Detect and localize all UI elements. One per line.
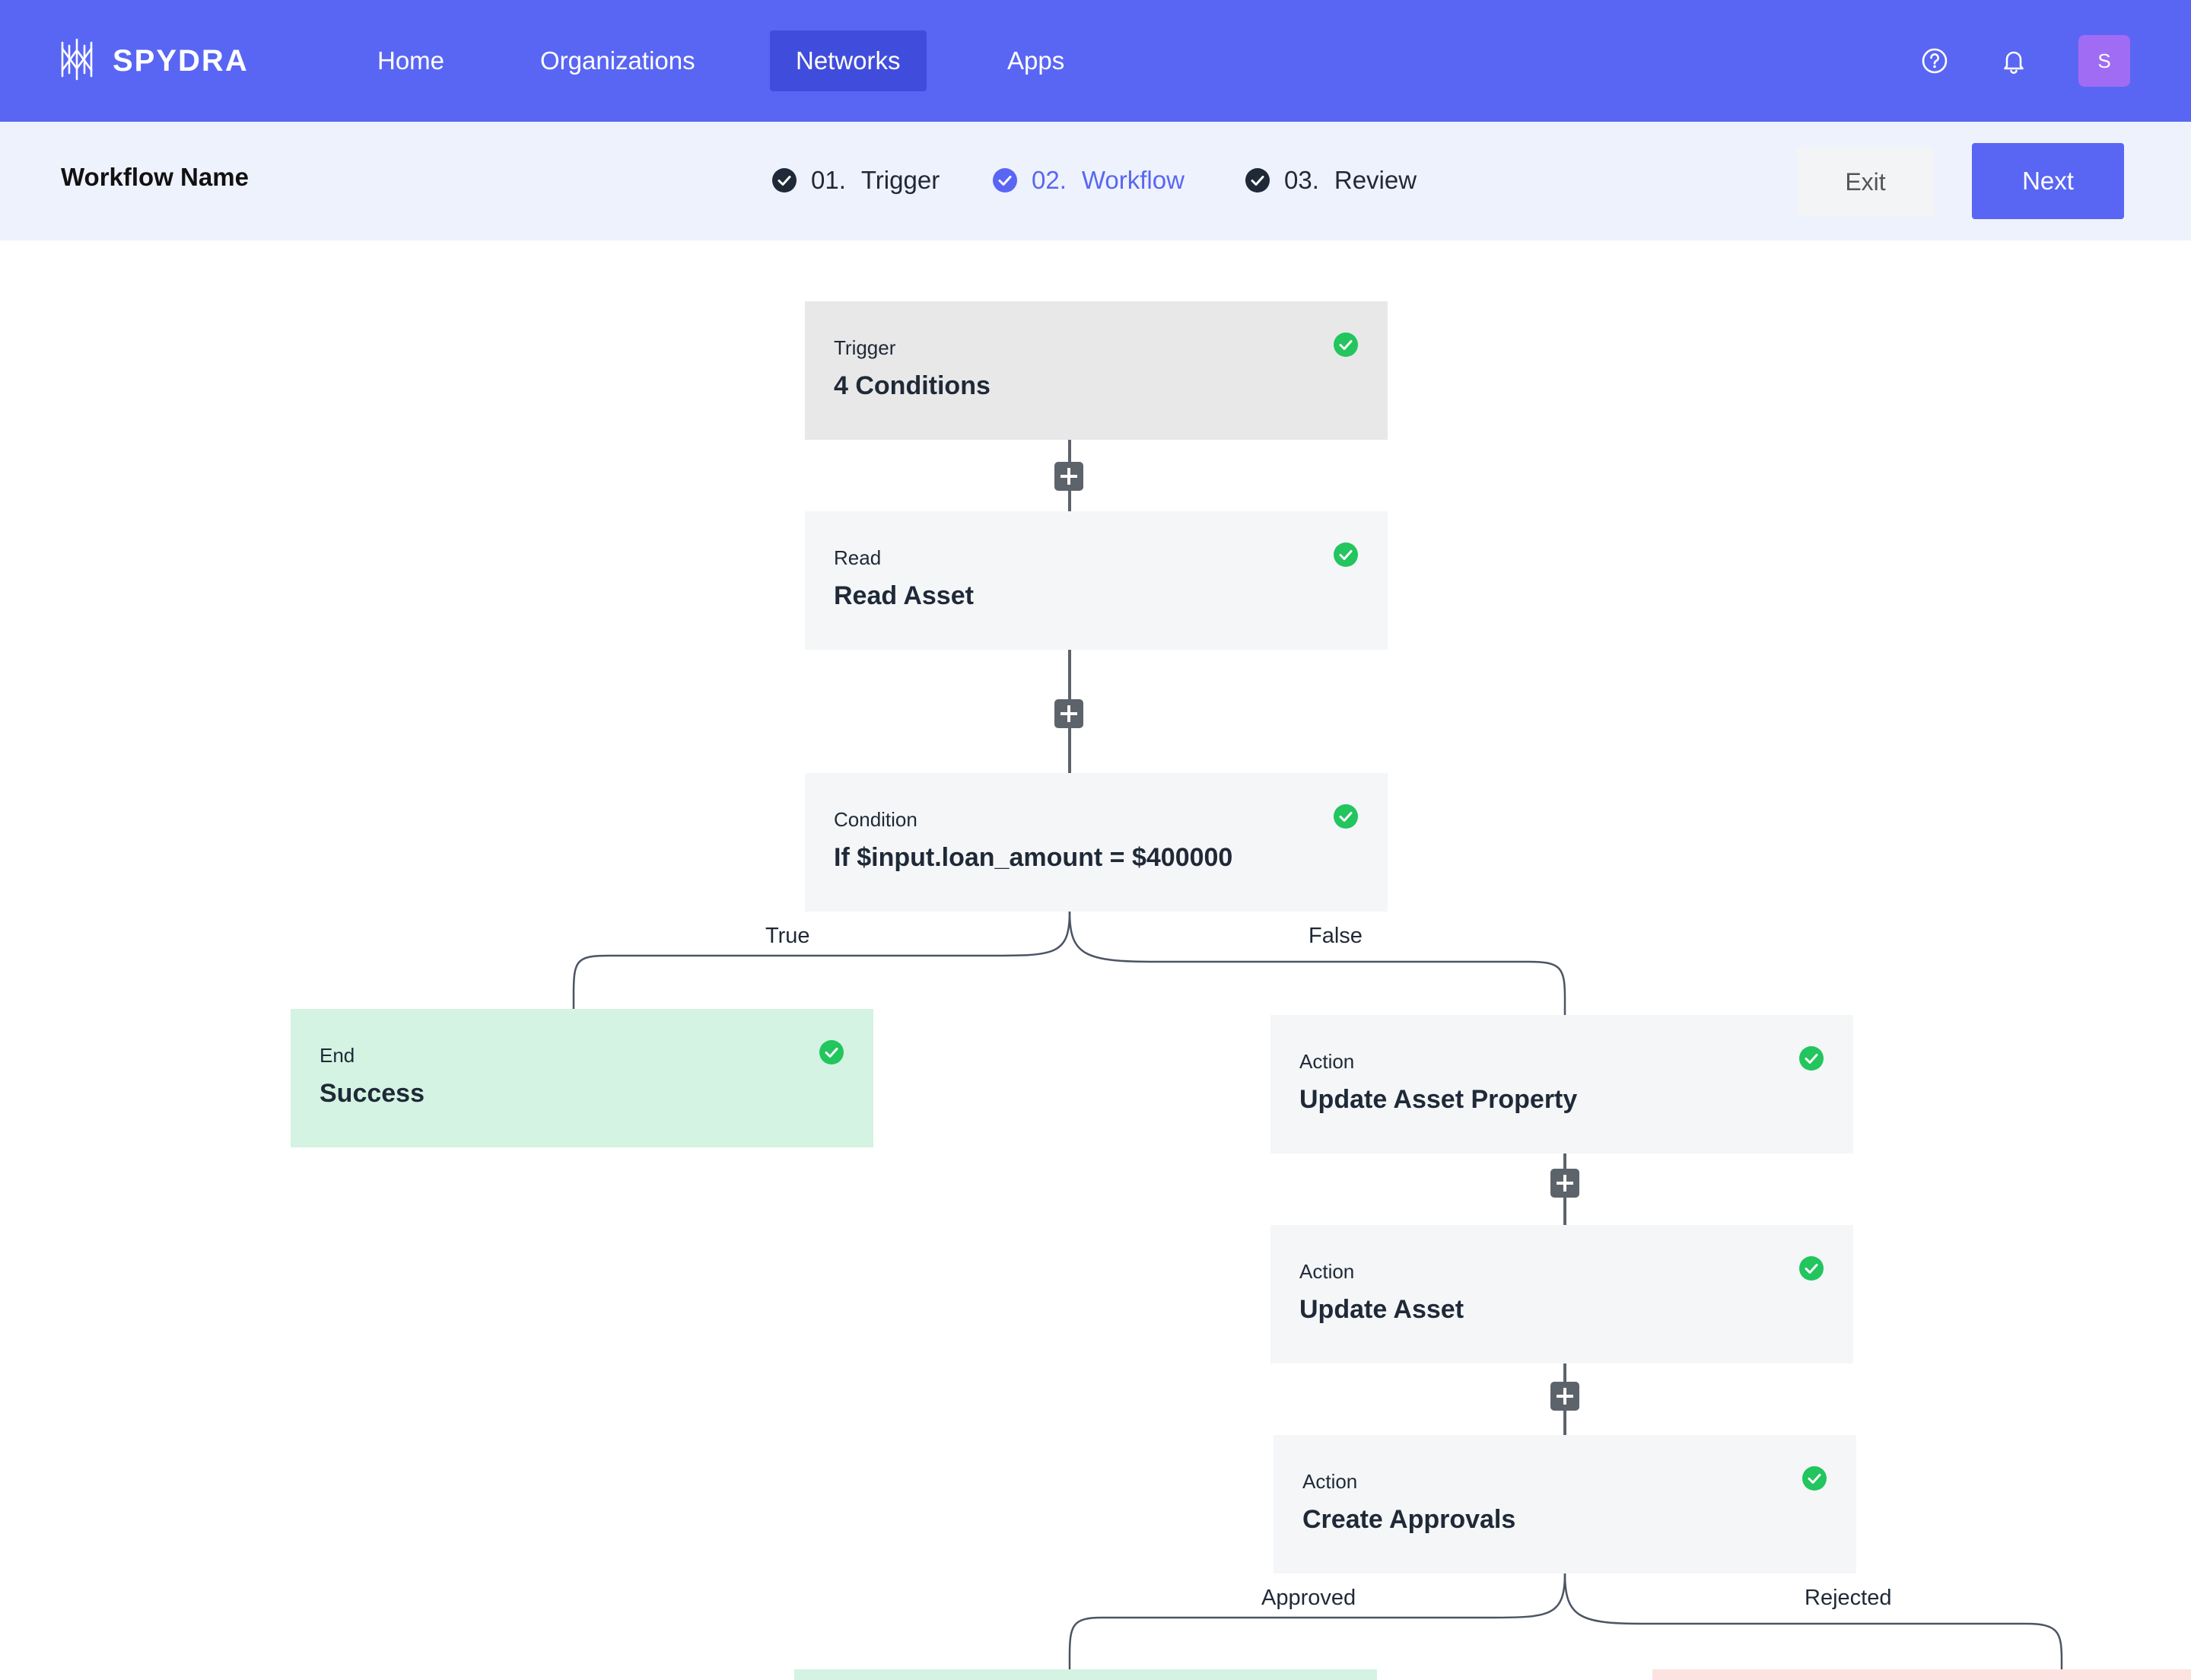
bell-icon[interactable] (1995, 42, 2033, 80)
success-check-icon (1798, 1045, 1824, 1071)
branch-label-approved: Approved (1261, 1586, 1356, 1610)
success-check-icon (1333, 542, 1359, 568)
workflow-node-trigger[interactable]: Trigger 4 Conditions (805, 301, 1388, 440)
node-type-label: Read (834, 546, 882, 569)
workflow-node-read[interactable]: Read Read Asset (805, 511, 1388, 650)
branch-label-false: False (1309, 924, 1363, 948)
check-circle-icon (771, 167, 797, 193)
workflow-node-rejected-partial[interactable] (1652, 1669, 2191, 1680)
success-check-icon (1798, 1255, 1824, 1281)
node-type-label: Action (1299, 1260, 1355, 1283)
step-label: Trigger (860, 166, 940, 194)
check-circle-icon (992, 167, 1018, 193)
step-label: Workflow (1081, 166, 1185, 194)
node-title: If $input.loan_amount = $400000 (834, 843, 1233, 872)
workflow-canvas[interactable]: Trigger 4 Conditions Read Read Asset Con… (0, 240, 2191, 1680)
node-type-label: End (320, 1044, 355, 1067)
nav-item-apps[interactable]: Apps (1007, 46, 1065, 75)
workflow-connectors (572, 440, 2063, 1675)
success-check-icon (1333, 332, 1359, 358)
step-workflow[interactable]: 02. Workflow (992, 161, 1185, 199)
success-check-icon (819, 1039, 844, 1065)
user-avatar[interactable]: S (2078, 35, 2130, 87)
add-step-button[interactable] (1054, 699, 1083, 728)
workflow-node-approved-partial[interactable] (794, 1669, 1377, 1680)
step-trigger[interactable]: 01. Trigger (771, 161, 940, 199)
workflow-node-end[interactable]: End Success (291, 1009, 873, 1147)
step-review[interactable]: 03. Review (1245, 161, 1417, 199)
node-title: 4 Conditions (834, 371, 991, 400)
step-number: 03. (1284, 166, 1319, 194)
workflow-node-condition[interactable]: Condition If $input.loan_amount = $40000… (805, 773, 1388, 912)
success-check-icon (1333, 803, 1359, 829)
node-type-label: Action (1299, 1050, 1355, 1073)
brand-name: SPYDRA (113, 43, 249, 78)
node-title: Update Asset Property (1299, 1085, 1578, 1114)
add-step-button[interactable] (1550, 1169, 1579, 1198)
spydra-logo-icon (59, 38, 94, 84)
help-circle-icon[interactable] (1916, 42, 1954, 80)
workflow-name[interactable]: Workflow Name (61, 163, 249, 191)
workflow-node-action[interactable]: Action Update Asset (1270, 1225, 1853, 1363)
check-circle-icon (1245, 167, 1270, 193)
nav-item-home[interactable]: Home (377, 46, 445, 75)
node-title: Create Approvals (1302, 1505, 1516, 1534)
nav-item-networks[interactable]: Networks (770, 30, 927, 91)
step-number: 01. (811, 166, 846, 194)
node-title: Success (320, 1079, 425, 1108)
node-type-label: Condition (834, 808, 917, 831)
branch-label-true: True (765, 924, 810, 948)
step-label: Review (1334, 166, 1417, 194)
top-navigation-bar: SPYDRA Home Organizations Networks Apps … (0, 0, 2191, 122)
add-step-button[interactable] (1550, 1382, 1579, 1411)
exit-button[interactable]: Exit (1797, 148, 1934, 216)
nav-item-organizations[interactable]: Organizations (540, 46, 695, 75)
workflow-node-action[interactable]: Action Create Approvals (1274, 1435, 1856, 1573)
add-step-button[interactable] (1054, 462, 1083, 491)
next-button[interactable]: Next (1972, 143, 2124, 219)
step-number: 02. (1032, 166, 1067, 194)
success-check-icon (1801, 1465, 1827, 1491)
workflow-node-action[interactable]: Action Update Asset Property (1270, 1015, 1853, 1153)
workflow-stepper-bar: Workflow Name 01. Trigger 02. Workflow 0… (0, 122, 2191, 240)
brand-logo[interactable]: SPYDRA (59, 38, 249, 84)
branch-label-rejected: Rejected (1805, 1586, 1892, 1610)
node-type-label: Action (1302, 1470, 1358, 1493)
node-title: Update Asset (1299, 1295, 1464, 1324)
node-type-label: Trigger (834, 336, 896, 359)
node-title: Read Asset (834, 581, 974, 610)
